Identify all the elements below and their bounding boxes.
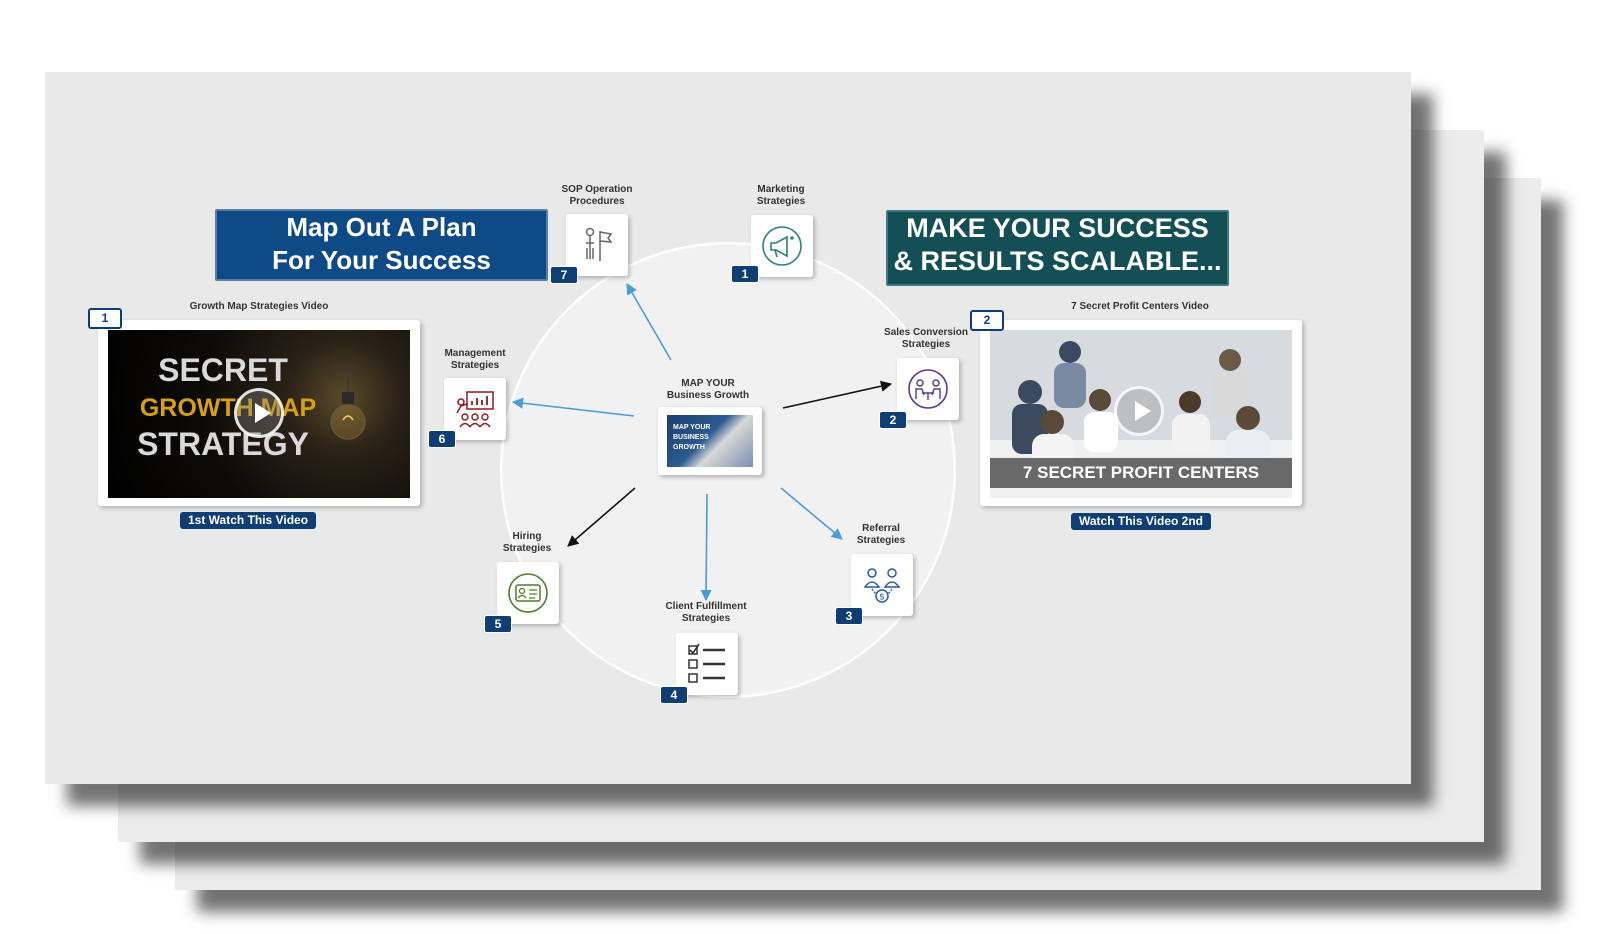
node-sop-card[interactable]	[566, 214, 628, 276]
video-right-banner: 7 SECRET PROFIT CENTERS	[990, 458, 1292, 488]
video-left-line3: STRATEGY	[137, 426, 309, 462]
profit-centers-video-card[interactable]: 7 SECRET PROFIT CENTERS	[980, 320, 1302, 506]
watch-first-label[interactable]: 1st Watch This Video	[180, 512, 317, 529]
video-left-line1: SECRET	[158, 352, 288, 388]
scalable-title: MAKE YOUR SUCCESS & RESULTS SCALABLE...	[886, 210, 1229, 286]
center-label-line1: MAP YOUR	[681, 378, 735, 389]
megaphone-icon	[762, 226, 802, 266]
center-label: MAP YOUR Business Growth	[648, 378, 768, 402]
node-hiring-label: Hiring Strategies	[467, 531, 587, 555]
node-referral-number: 3	[835, 607, 863, 625]
node-marketing-label: Marketing Strategies	[721, 184, 841, 208]
node-referral-line1: Referral	[862, 523, 900, 534]
node-sales-label: Sales Conversion Strategies	[866, 327, 986, 351]
video-right-number: 2	[970, 310, 1004, 331]
growth-circle	[500, 242, 956, 698]
diagram-canvas: Map Out A Plan For Your Success MAKE YOU…	[45, 72, 1411, 784]
node-marketing-number: 1	[731, 265, 759, 283]
svg-text:$: $	[879, 593, 885, 603]
watch-second-label[interactable]: Watch This Video 2nd	[1071, 513, 1212, 530]
node-sop-label: SOP Operation Procedures	[537, 184, 657, 208]
node-client-number: 4	[660, 686, 688, 704]
play-button-right[interactable]	[1114, 386, 1164, 436]
referral-money-icon: $	[863, 568, 901, 603]
video-left-caption: Growth Map Strategies Video	[189, 301, 329, 312]
node-client-line2: Strategies	[681, 613, 731, 624]
node-client-line1: Client Fulfillment	[665, 601, 747, 612]
node-sales-line1: Sales Conversion	[884, 327, 968, 338]
node-hiring-number: 5	[484, 615, 512, 633]
node-referral-line2: Strategies	[856, 535, 906, 546]
profit-centers-video-player[interactable]: 7 SECRET PROFIT CENTERS	[990, 330, 1292, 498]
video-left-line2: GROWTH MAP	[139, 394, 317, 422]
node-management-line1: Management	[444, 348, 506, 359]
node-sop-line2: Procedures	[569, 196, 625, 207]
play-button-left[interactable]	[234, 388, 284, 438]
diagram-page: Map Out A Plan For Your Success MAKE YOU…	[45, 72, 1411, 784]
node-sales-number: 2	[879, 411, 907, 429]
node-management-number: 6	[428, 430, 456, 448]
node-management-label: Management Strategies	[415, 348, 535, 372]
center-label-line2: Business Growth	[666, 390, 750, 401]
scalable-title-line1: MAKE YOUR SUCCESS	[906, 213, 1209, 243]
node-hiring-line2: Strategies	[502, 543, 552, 554]
video-left-number: 1	[88, 308, 122, 329]
plan-title: Map Out A Plan For Your Success	[215, 209, 548, 281]
video-right-caption: 7 Secret Profit Centers Video	[1071, 301, 1209, 312]
node-marketing-line1: Marketing	[757, 184, 805, 195]
checklist-icon	[688, 643, 725, 683]
node-client-label: Client Fulfillment Strategies	[646, 601, 766, 625]
thumbnail-text: MAP YOUR BUSINESS GROWTH	[673, 424, 711, 451]
meeting-icon	[908, 369, 948, 409]
presentation-icon	[456, 391, 494, 428]
map-your-business-growth-thumbnail: MAP YOUR BUSINESS GROWTH	[667, 415, 753, 467]
plan-title-line2: For Your Success	[272, 245, 491, 275]
light-bulb-icon	[330, 370, 366, 440]
plan-title-line1: Map Out A Plan	[286, 212, 477, 242]
node-referral-card[interactable]: $	[851, 554, 913, 616]
node-marketing-card[interactable]	[751, 215, 813, 277]
node-management-card[interactable]	[444, 378, 506, 440]
node-marketing-line2: Strategies	[756, 196, 806, 207]
node-sales-line2: Strategies	[901, 339, 951, 350]
node-hiring-card[interactable]	[497, 562, 559, 624]
growth-map-video-player[interactable]: SECRET GROWTH MAP STRATEGY	[108, 330, 410, 498]
id-card-icon	[508, 573, 548, 613]
node-hiring-line1: Hiring	[512, 531, 542, 542]
node-client-card[interactable]	[676, 633, 738, 695]
scalable-title-line2: & RESULTS SCALABLE...	[893, 246, 1222, 276]
node-sales-card[interactable]	[897, 358, 959, 420]
flag-person-icon	[585, 227, 613, 261]
node-referral-label: Referral Strategies	[821, 523, 941, 547]
node-sop-number: 7	[550, 266, 578, 284]
node-management-line2: Strategies	[450, 360, 500, 371]
growth-map-video-card[interactable]: SECRET GROWTH MAP STRATEGY	[98, 320, 420, 506]
node-sop-line1: SOP Operation	[561, 184, 633, 195]
center-map-card[interactable]: MAP YOUR BUSINESS GROWTH	[658, 407, 762, 475]
